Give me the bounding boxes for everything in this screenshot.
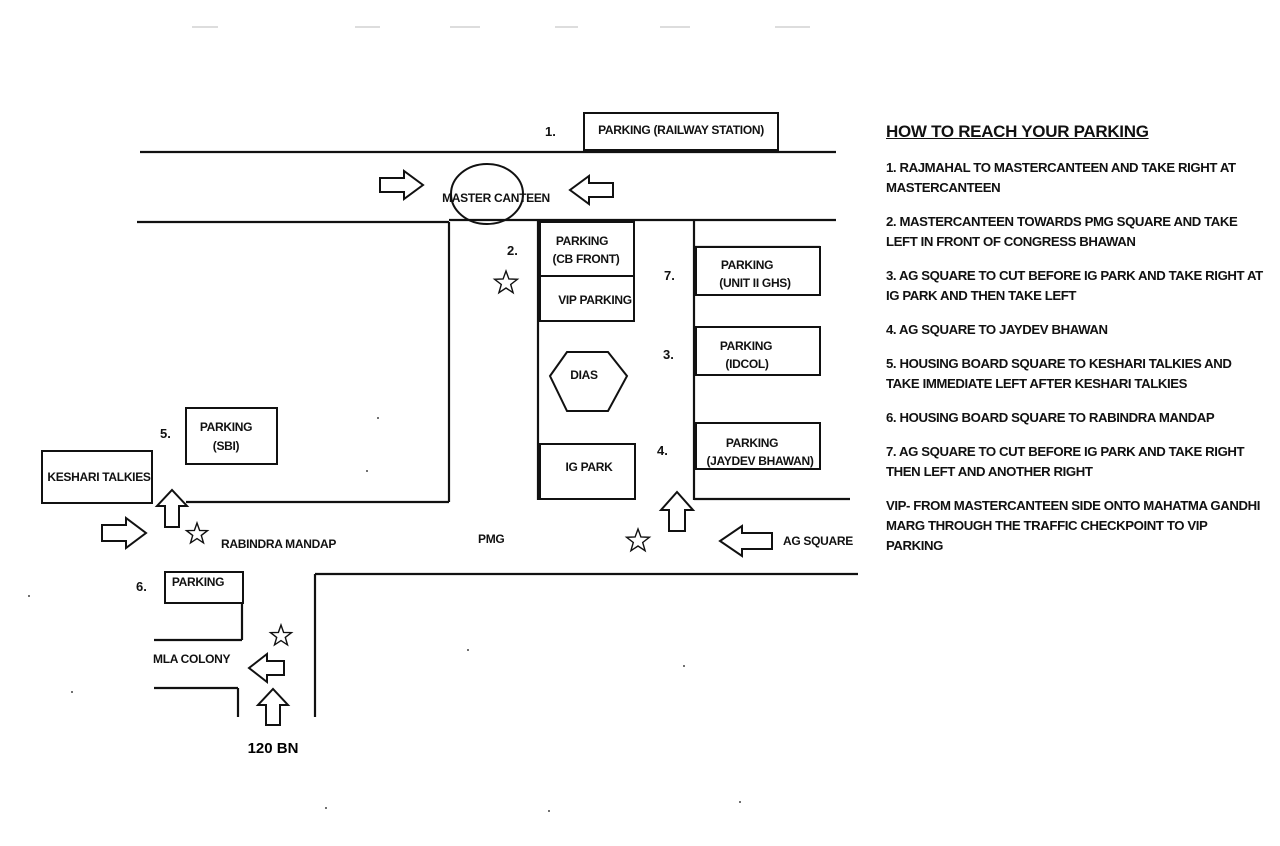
instruction-step-3: 3. AG SQUARE TO CUT BEFORE IG PARK AND T…	[886, 268, 1263, 303]
instructions-title: HOW TO REACH YOUR PARKING	[886, 122, 1149, 141]
parking-jaydev-label: PARKING	[726, 436, 778, 450]
parking-idcol-box	[695, 326, 821, 376]
instruction-step-2: 2. MASTERCANTEEN TOWARDS PMG SQUARE AND …	[886, 214, 1238, 249]
parking-sbi-box	[185, 407, 278, 465]
parking-jaydev-sub: (JAYDEV BHAWAN)	[706, 454, 813, 468]
vip-parking-box	[539, 275, 635, 322]
instructions-panel: HOW TO REACH YOUR PARKING 1. RAJMAHAL TO…	[886, 122, 1266, 570]
parking-unit2-label: PARKING	[721, 258, 773, 272]
parking-6-label: PARKING	[172, 575, 224, 589]
parking-sbi-label: PARKING	[200, 420, 252, 434]
bn120-label: 120 BN	[248, 740, 299, 757]
star-icon	[492, 268, 520, 295]
ag-square-label: AG SQUARE	[783, 534, 853, 548]
location-number-1: 1.	[545, 124, 556, 139]
master-canteen-label: MASTER CANTEEN	[442, 191, 550, 205]
star-icon	[184, 520, 210, 545]
scan-speckles	[28, 417, 741, 812]
location-number-7: 7.	[664, 268, 675, 283]
parking-railway-label: PARKING (RAILWAY STATION)	[598, 123, 764, 137]
arrow-left-icon	[568, 174, 614, 206]
dias-hexagon	[548, 351, 629, 412]
rabindra-mandap-label: RABINDRA MANDAP	[221, 537, 336, 551]
route-map: 1. PARKING (RAILWAY STATION) MASTER CANT…	[28, 26, 858, 812]
ig-park-box	[539, 443, 636, 500]
instruction-step-6: 6. HOUSING BOARD SQUARE TO RABINDRA MAND…	[886, 410, 1215, 425]
instruction-step-5: 5. HOUSING BOARD SQUARE TO KESHARI TALKI…	[886, 356, 1232, 391]
arrow-left-icon	[247, 651, 285, 685]
parking-unit2-box	[695, 246, 821, 296]
location-number-2: 2.	[507, 243, 518, 258]
arrow-right-icon	[379, 169, 425, 201]
parking-cb-front-sub: (CB FRONT)	[553, 252, 620, 266]
parking-cb-front-box	[539, 221, 635, 277]
dias-label: DIAS	[570, 368, 598, 382]
star-icon	[624, 526, 652, 553]
parking-jaydev-box	[695, 422, 821, 470]
parking-idcol-label: PARKING	[720, 339, 772, 353]
star-icon	[268, 622, 294, 647]
instruction-step-4: 4. AG SQUARE TO JAYDEV BHAWAN	[886, 322, 1108, 337]
vip-parking-label: VIP PARKING	[558, 293, 632, 307]
parking-idcol-sub: (IDCOL)	[725, 357, 769, 371]
parking-cb-front-label: PARKING	[556, 234, 608, 248]
location-number-5: 5.	[160, 426, 171, 441]
parking-railway-box	[583, 112, 779, 151]
arrow-up-icon	[255, 687, 291, 726]
instruction-step-vip: VIP- FROM MASTERCANTEEN SIDE ONTO MAHATM…	[886, 498, 1260, 553]
arrow-right-icon	[101, 516, 148, 550]
arrow-left-icon	[718, 524, 773, 558]
keshari-talkies-label: KESHARI TALKIES	[47, 470, 151, 484]
ig-park-label: IG PARK	[565, 460, 613, 474]
location-number-3: 3.	[663, 347, 674, 362]
roads	[137, 150, 858, 717]
arrow-up-icon	[154, 488, 190, 528]
location-number-4: 4.	[657, 443, 668, 458]
keshari-talkies-box	[41, 450, 153, 504]
master-canteen-circle	[450, 163, 524, 225]
pmg-label: PMG	[478, 532, 504, 546]
parking-sbi-sub: (SBI)	[213, 439, 240, 453]
parking-unit2-sub: (UNIT II GHS)	[719, 276, 791, 290]
instruction-step-1: 1. RAJMAHAL TO MASTERCANTEEN AND TAKE RI…	[886, 160, 1236, 195]
instruction-step-7: 7. AG SQUARE TO CUT BEFORE IG PARK AND T…	[886, 444, 1245, 479]
parking-6-box	[164, 571, 244, 604]
location-number-6: 6.	[136, 579, 147, 594]
arrow-up-icon	[658, 490, 696, 532]
mla-colony-label: MLA COLONY	[153, 652, 231, 666]
